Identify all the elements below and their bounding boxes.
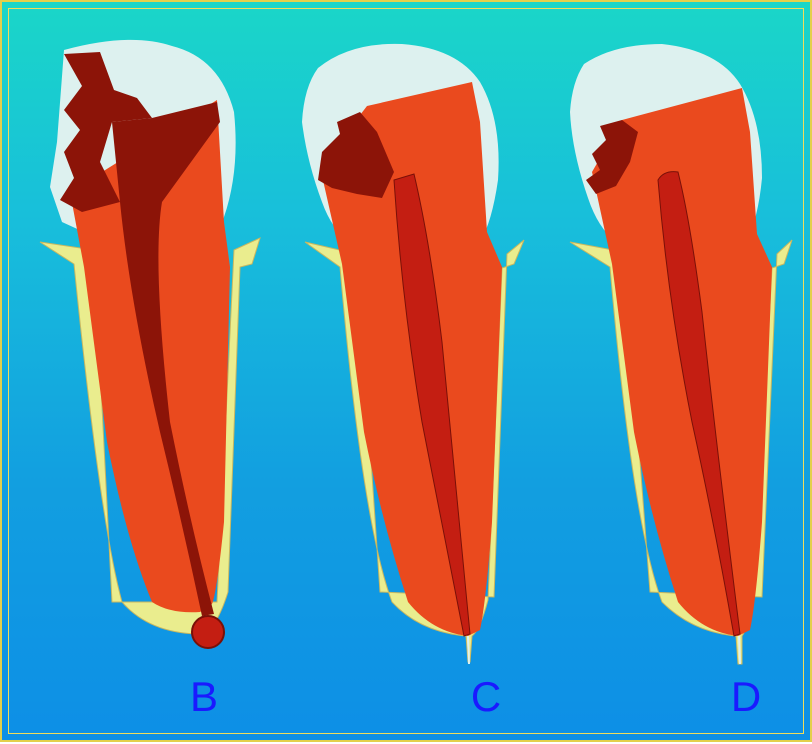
tooth-c <box>302 44 524 664</box>
label-b: B <box>174 673 234 721</box>
tooth-d-apex-canal <box>739 636 740 664</box>
label-d: D <box>716 673 776 721</box>
tooth-c-apex-canal <box>468 636 469 664</box>
label-c: C <box>456 673 516 721</box>
tooth-b-apical-lesion <box>192 616 224 648</box>
tooth-b <box>40 40 260 648</box>
tooth-d <box>570 44 792 664</box>
